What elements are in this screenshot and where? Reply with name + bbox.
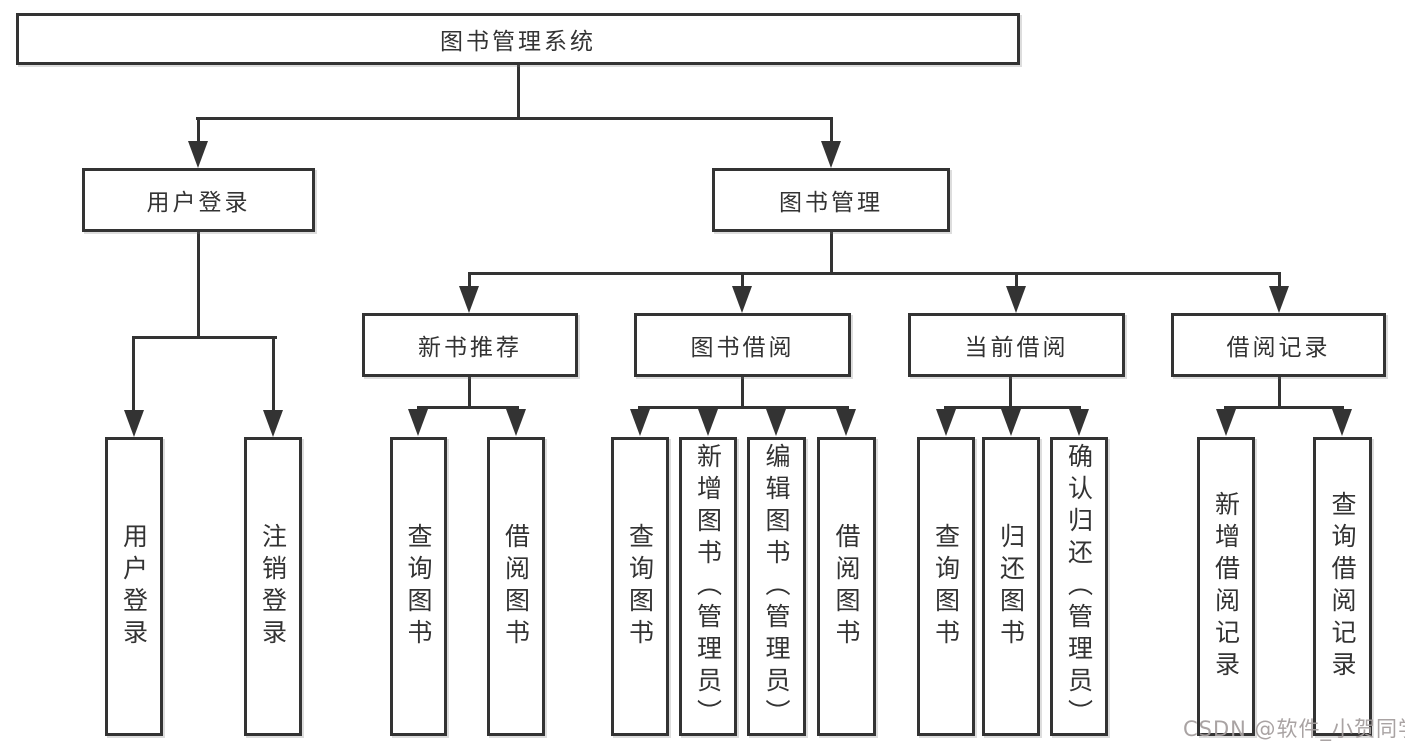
connector-user-login-vertical [197,232,200,339]
connector-stem-book-borrow [741,272,744,292]
connector-stem-leaf-logout [272,336,275,414]
node-root-system: 图书管理系统 [16,13,1020,65]
leaf-query-borrow-record: 查询借阅记录 [1313,437,1372,736]
node-user-login: 用户登录 [82,168,315,232]
node-borrowing-records-label: 借阅记录 [1226,335,1331,361]
leaf-borrow-books-recommend-label: 借阅图书 [501,522,531,651]
leaf-return-books: 归还图书 [982,437,1040,736]
leaf-user-login-label: 用户登录 [119,522,149,651]
arrowhead-down-leaf [1332,409,1352,436]
connector-records-horizontal [1224,406,1344,409]
node-book-management: 图书管理 [712,168,950,232]
node-book-borrowing-label: 图书借阅 [690,335,795,361]
arrowhead-down-leaf [698,409,718,436]
leaf-edit-books-admin: 编辑图书（管理员） [747,437,806,736]
arrowhead-down-current-borrow [1006,286,1026,313]
arrowhead-down-leaf [506,409,526,436]
node-book-borrowing: 图书借阅 [634,313,851,377]
leaf-logout-label: 注销登录 [258,522,288,651]
leaf-query-books-current-label: 查询图书 [931,522,961,651]
connector-currentborrow-horizontal [944,406,1081,409]
leaf-add-borrow-record-label: 新增借阅记录 [1211,490,1241,683]
leaf-query-books-recommend: 查询图书 [390,437,447,736]
connector-records-stub [1278,377,1281,409]
arrowhead-down-leaf [1001,409,1021,436]
connector-stem-borrow-records [1278,272,1281,292]
arrowhead-down-leaf [1069,409,1089,436]
leaf-query-books-borrowing-label: 查询图书 [625,522,655,651]
node-new-book-recommendation-label: 新书推荐 [418,335,522,361]
node-current-borrowing-label: 当前借阅 [964,335,1069,361]
connector-stem-leaf-login [132,336,135,414]
leaf-add-books-admin: 新增图书（管理员） [679,437,737,736]
leaf-confirm-return-admin-label: 确认归还（管理员） [1064,442,1094,731]
watermark-csdn: CSDN @软件_小贺同学 [1183,717,1405,741]
node-borrowing-records: 借阅记录 [1171,313,1386,377]
connector-stem-current-borrow [1015,272,1018,292]
connector-stem-new-book [468,272,471,292]
connector-newbook-horizontal [417,406,519,409]
leaf-add-books-admin-label: 新增图书（管理员） [693,442,723,731]
leaf-borrow-books-borrowing-label: 借阅图书 [832,522,861,651]
node-current-borrowing: 当前借阅 [908,313,1125,377]
leaf-borrow-books-recommend: 借阅图书 [487,437,545,736]
arrowhead-down-book-management [821,141,841,168]
node-new-book-recommendation: 新书推荐 [362,313,578,377]
arrowhead-down-leaf [630,409,650,436]
connector-stem-user-login [197,117,200,147]
connector-root-vertical [517,63,520,119]
leaf-query-borrow-record-label: 查询借阅记录 [1328,490,1357,683]
leaf-logout: 注销登录 [244,437,302,736]
arrowhead-down-leaf [766,409,786,436]
leaf-confirm-return-admin: 确认归还（管理员） [1050,437,1108,736]
arrowhead-down-leaf-logout [263,410,283,437]
leaf-user-login: 用户登录 [105,437,163,736]
connector-user-login-horizontal [132,336,277,339]
arrowhead-down-leaf [1216,409,1236,436]
connector-newbook-stub [468,377,471,409]
connector-currentborrow-stub [1009,377,1012,409]
node-book-management-label: 图书管理 [779,190,883,216]
arrowhead-down-user-login [188,141,208,168]
connector-stem-book-management [830,117,833,147]
node-root-system-label: 图书管理系统 [440,29,596,55]
leaf-query-books-recommend-label: 查询图书 [404,522,433,651]
arrowhead-down-leaf [408,409,428,436]
leaf-query-books-current: 查询图书 [917,437,975,736]
arrowhead-down-new-book [459,286,479,313]
node-user-login-label: 用户登录 [146,190,251,216]
connector-book-mgmt-horizontal [468,272,1281,275]
arrowhead-down-leaf [836,409,856,436]
arrowhead-down-leaf-login [124,410,144,437]
leaf-add-borrow-record: 新增借阅记录 [1197,437,1255,736]
arrowhead-down-leaf [936,409,956,436]
arrowhead-down-borrow-records [1269,286,1289,313]
connector-book-mgmt-vertical [830,232,833,275]
connector-root-horizontal [196,117,833,120]
connector-bookborrow-stub [741,377,744,409]
leaf-edit-books-admin-label: 编辑图书（管理员） [762,442,791,731]
leaf-return-books-label: 归还图书 [996,522,1026,651]
connector-bookborrow-horizontal [638,406,849,409]
arrowhead-down-book-borrow [732,286,752,313]
leaf-query-books-borrowing: 查询图书 [611,437,669,736]
leaf-borrow-books-borrowing: 借阅图书 [817,437,876,736]
